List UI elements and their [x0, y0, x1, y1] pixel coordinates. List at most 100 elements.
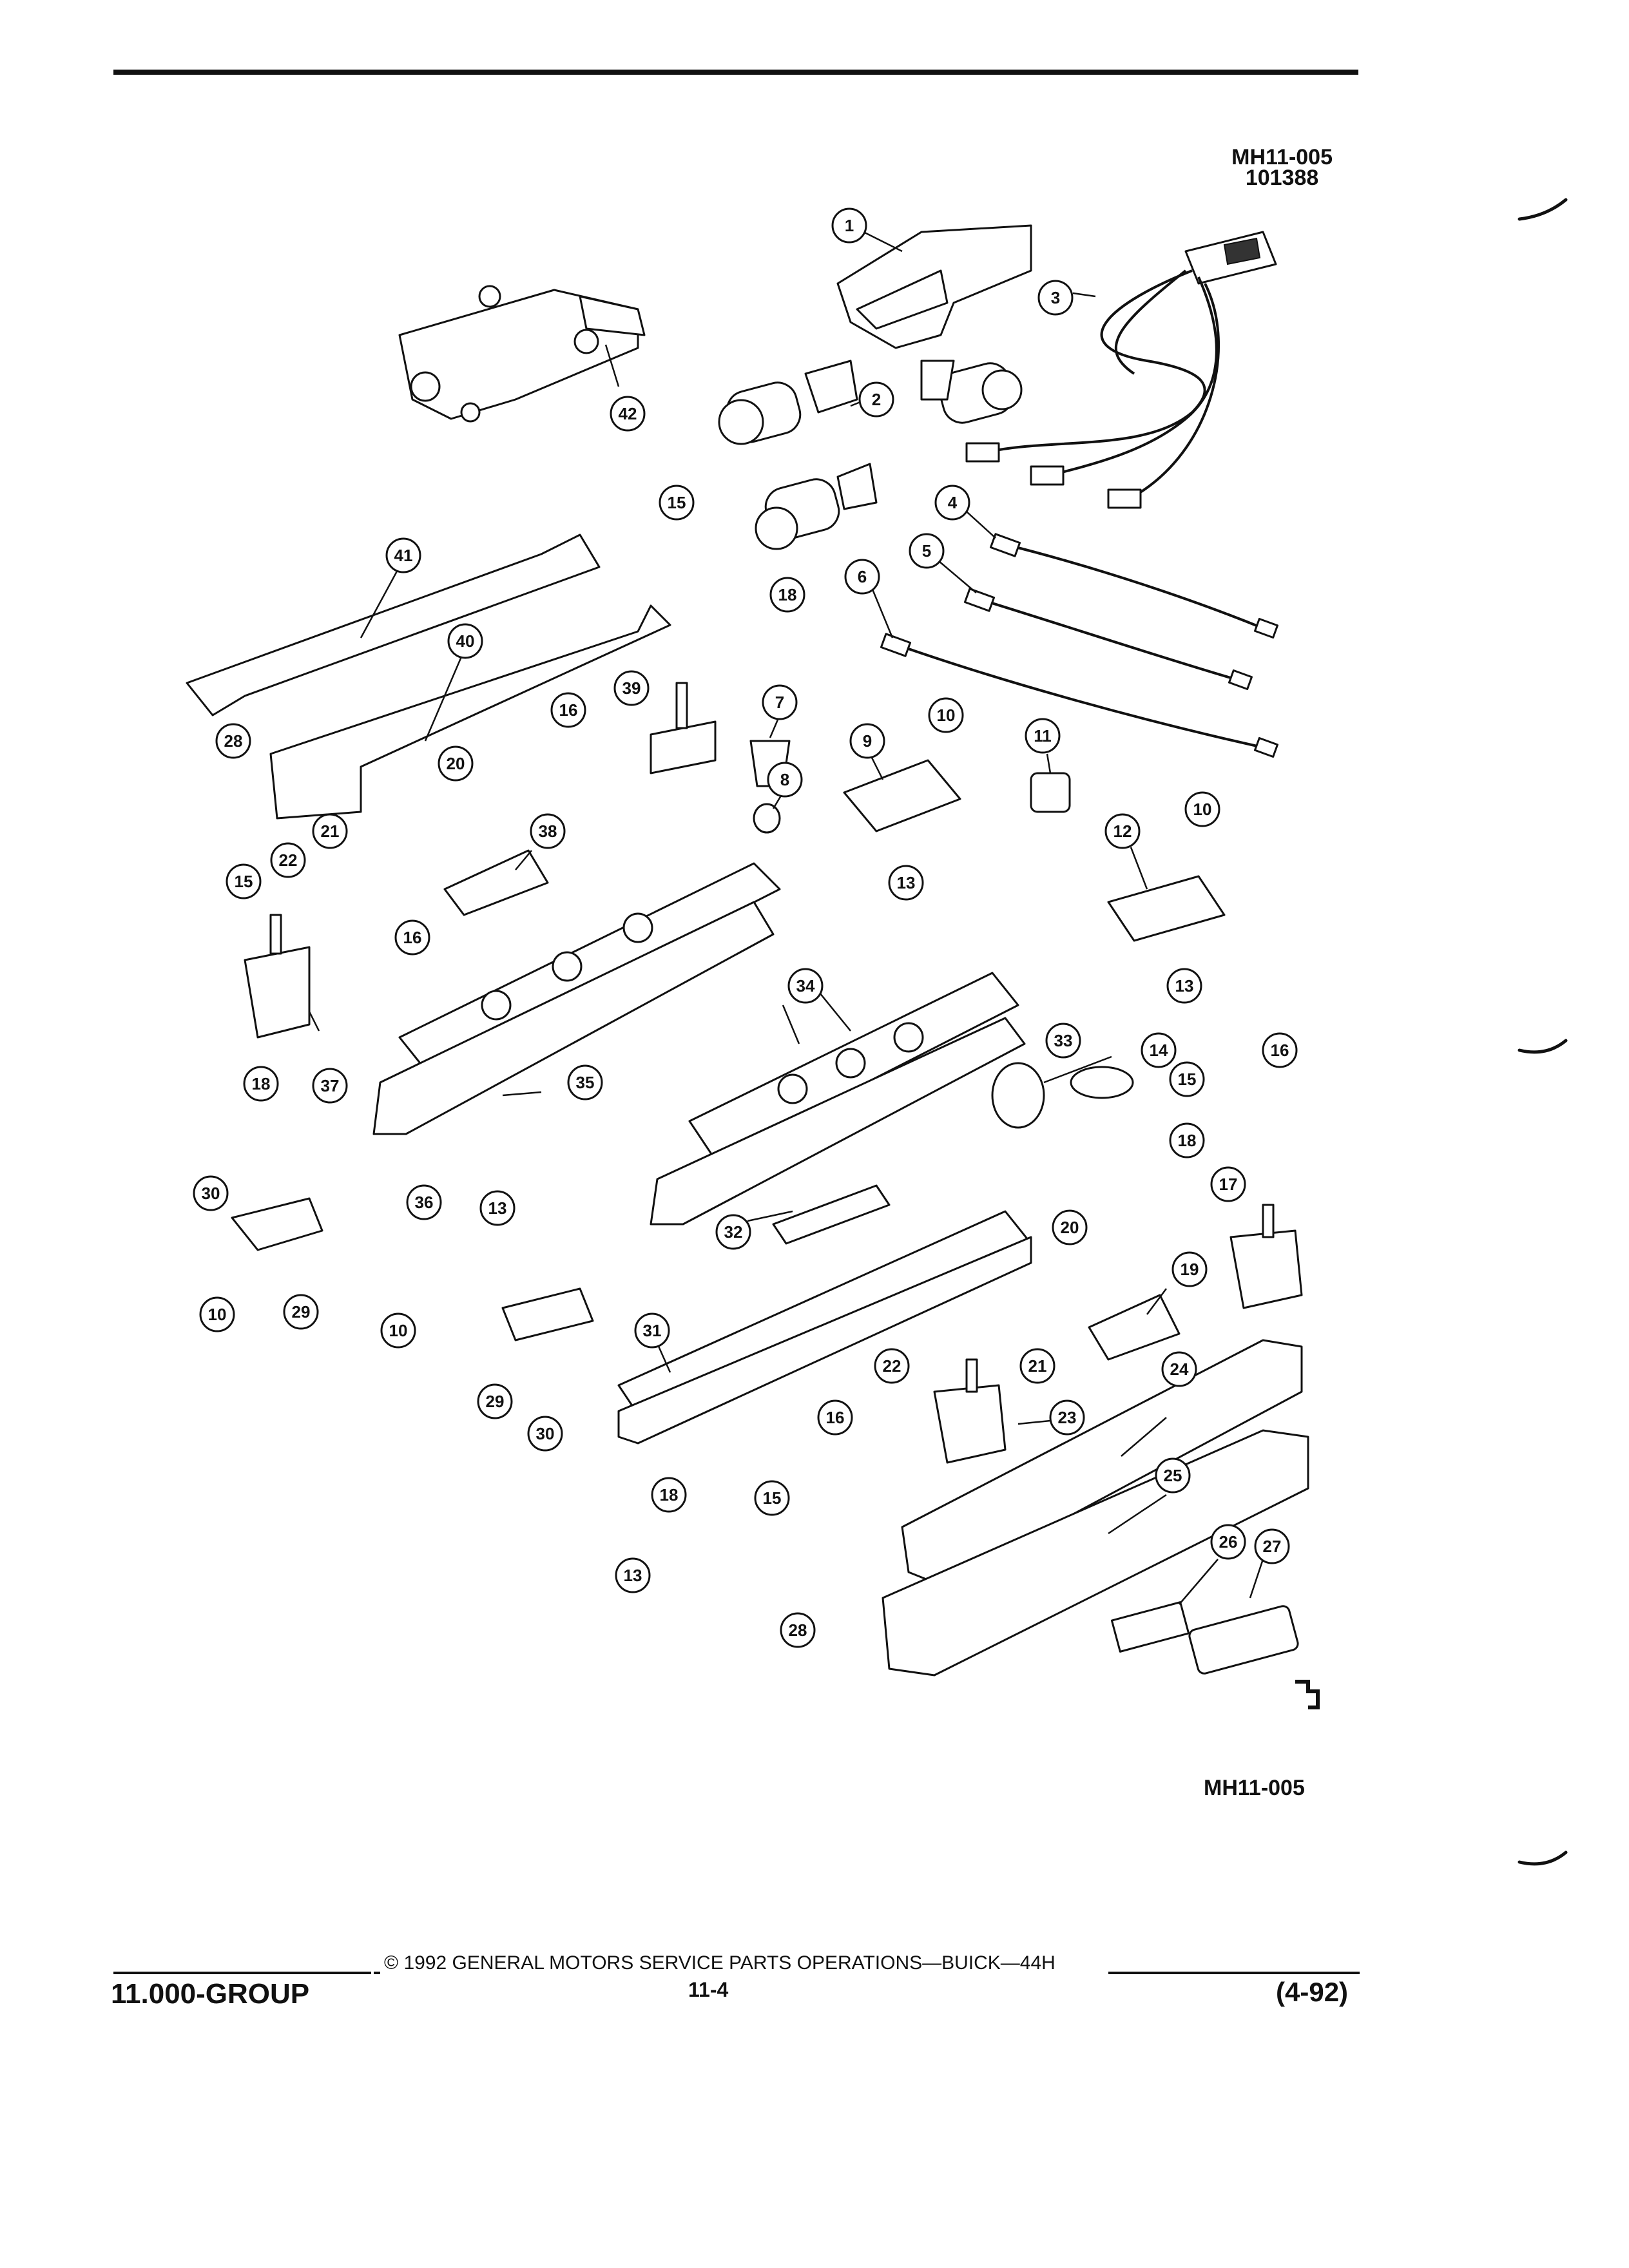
svg-text:35: 35: [576, 1073, 595, 1092]
figure-code-block: MH11-005 101388: [1231, 145, 1333, 190]
callout-21: 21: [1019, 1348, 1055, 1384]
callout-15: 15: [1169, 1061, 1205, 1097]
callout-20: 20: [438, 745, 474, 782]
footer-rule-left-stub: [374, 1972, 380, 1974]
callout-23: 23: [1049, 1399, 1085, 1436]
svg-text:22: 22: [883, 1356, 901, 1376]
callout-16: 16: [550, 692, 586, 728]
part-8-fastener: [753, 803, 781, 834]
part-24-trim-cover: [901, 1339, 1303, 1586]
callout-22: 22: [874, 1348, 910, 1384]
part-42-transmission-assembly: [398, 285, 646, 423]
part-41-upper-rail: [186, 533, 601, 716]
callout-8: 8: [767, 762, 803, 798]
callout-18: 18: [769, 577, 805, 613]
svg-text:29: 29: [486, 1392, 505, 1411]
callout-37: 37: [312, 1068, 348, 1104]
callout-13: 13: [479, 1190, 516, 1226]
part-39-drive: [650, 682, 717, 774]
svg-text:10: 10: [389, 1321, 408, 1340]
part-40-lower-rail: [269, 604, 671, 820]
callout-26: 26: [1210, 1524, 1246, 1560]
callout-40: 40: [447, 623, 483, 659]
callout-16: 16: [394, 919, 430, 956]
callout-13: 13: [1166, 968, 1202, 1004]
svg-text:18: 18: [660, 1485, 679, 1504]
svg-text:25: 25: [1164, 1466, 1182, 1485]
callout-29: 29: [283, 1294, 319, 1330]
svg-text:41: 41: [394, 546, 413, 565]
svg-text:11: 11: [1034, 726, 1052, 745]
part-2-motors: [718, 360, 1023, 550]
svg-text:16: 16: [559, 700, 578, 720]
svg-text:3: 3: [1051, 288, 1060, 307]
callout-15: 15: [659, 485, 695, 521]
callout-36: 36: [406, 1184, 442, 1220]
part-19-bracket: [1088, 1294, 1181, 1361]
svg-text:9: 9: [863, 731, 872, 751]
callout-28: 28: [215, 723, 251, 759]
callout-14: 14: [1141, 1032, 1177, 1068]
callout-5: 5: [909, 533, 945, 569]
part-14-washer: [1070, 1066, 1134, 1099]
callout-19: 19: [1171, 1251, 1208, 1287]
svg-text:20: 20: [447, 754, 465, 773]
figure-number: 101388: [1245, 166, 1319, 190]
part-3-wire-harness: [965, 231, 1277, 509]
part-17-drive: [1229, 1204, 1303, 1309]
callout-42: 42: [610, 396, 646, 432]
svg-text:36: 36: [415, 1193, 434, 1212]
footer-rule-left: [113, 1972, 371, 1974]
svg-text:10: 10: [1193, 800, 1212, 819]
svg-text:7: 7: [775, 693, 784, 712]
part-27-bezel: [1188, 1605, 1299, 1675]
callout-35: 35: [567, 1064, 603, 1100]
svg-text:5: 5: [922, 541, 931, 561]
svg-text:21: 21: [321, 822, 340, 841]
callout-6: 6: [844, 559, 880, 595]
svg-text:15: 15: [1178, 1070, 1197, 1089]
callout-15: 15: [754, 1480, 790, 1516]
part-4-5-6-cables: [880, 533, 1279, 758]
part-29-cap: [231, 1197, 323, 1251]
callout-11: 11: [1025, 718, 1061, 754]
callout-16: 16: [817, 1399, 853, 1436]
svg-text:12: 12: [1113, 822, 1132, 841]
footer-rule-right: [1108, 1972, 1360, 1974]
callout-1: 1: [831, 207, 867, 244]
part-1-bracket: [836, 224, 1032, 349]
part-9-clip: [843, 759, 961, 832]
svg-text:30: 30: [202, 1184, 220, 1203]
figure-code-bottom: MH11-005: [1204, 1776, 1305, 1800]
part-26-switch: [1110, 1601, 1190, 1653]
svg-text:40: 40: [456, 631, 475, 651]
margin-mark: [1518, 1850, 1568, 1866]
callout-39: 39: [613, 670, 650, 706]
footer-page-number: 11-4: [688, 1978, 729, 2001]
svg-text:21: 21: [1028, 1356, 1047, 1376]
svg-text:19: 19: [1181, 1260, 1199, 1279]
svg-text:4: 4: [948, 493, 958, 512]
svg-text:13: 13: [1175, 976, 1194, 995]
svg-text:42: 42: [619, 404, 637, 423]
svg-text:15: 15: [235, 872, 253, 891]
callout-20: 20: [1052, 1209, 1088, 1245]
callout-33: 33: [1045, 1023, 1081, 1059]
part-12-clip: [1107, 875, 1226, 942]
svg-text:13: 13: [488, 1198, 507, 1218]
header-rule: [113, 70, 1358, 75]
svg-text:33: 33: [1054, 1031, 1073, 1050]
svg-text:29: 29: [292, 1302, 311, 1321]
callout-28: 28: [780, 1612, 816, 1648]
part-34-track: [650, 972, 1026, 1225]
svg-text:38: 38: [539, 822, 557, 841]
figure-code: MH11-005: [1231, 145, 1333, 169]
svg-text:8: 8: [780, 770, 789, 789]
svg-text:15: 15: [763, 1488, 782, 1508]
svg-text:39: 39: [622, 678, 641, 698]
part-25-trim-cover: [882, 1429, 1309, 1677]
svg-text:31: 31: [643, 1321, 662, 1340]
part-37-drive: [244, 914, 311, 1039]
callout-31: 31: [634, 1312, 670, 1349]
